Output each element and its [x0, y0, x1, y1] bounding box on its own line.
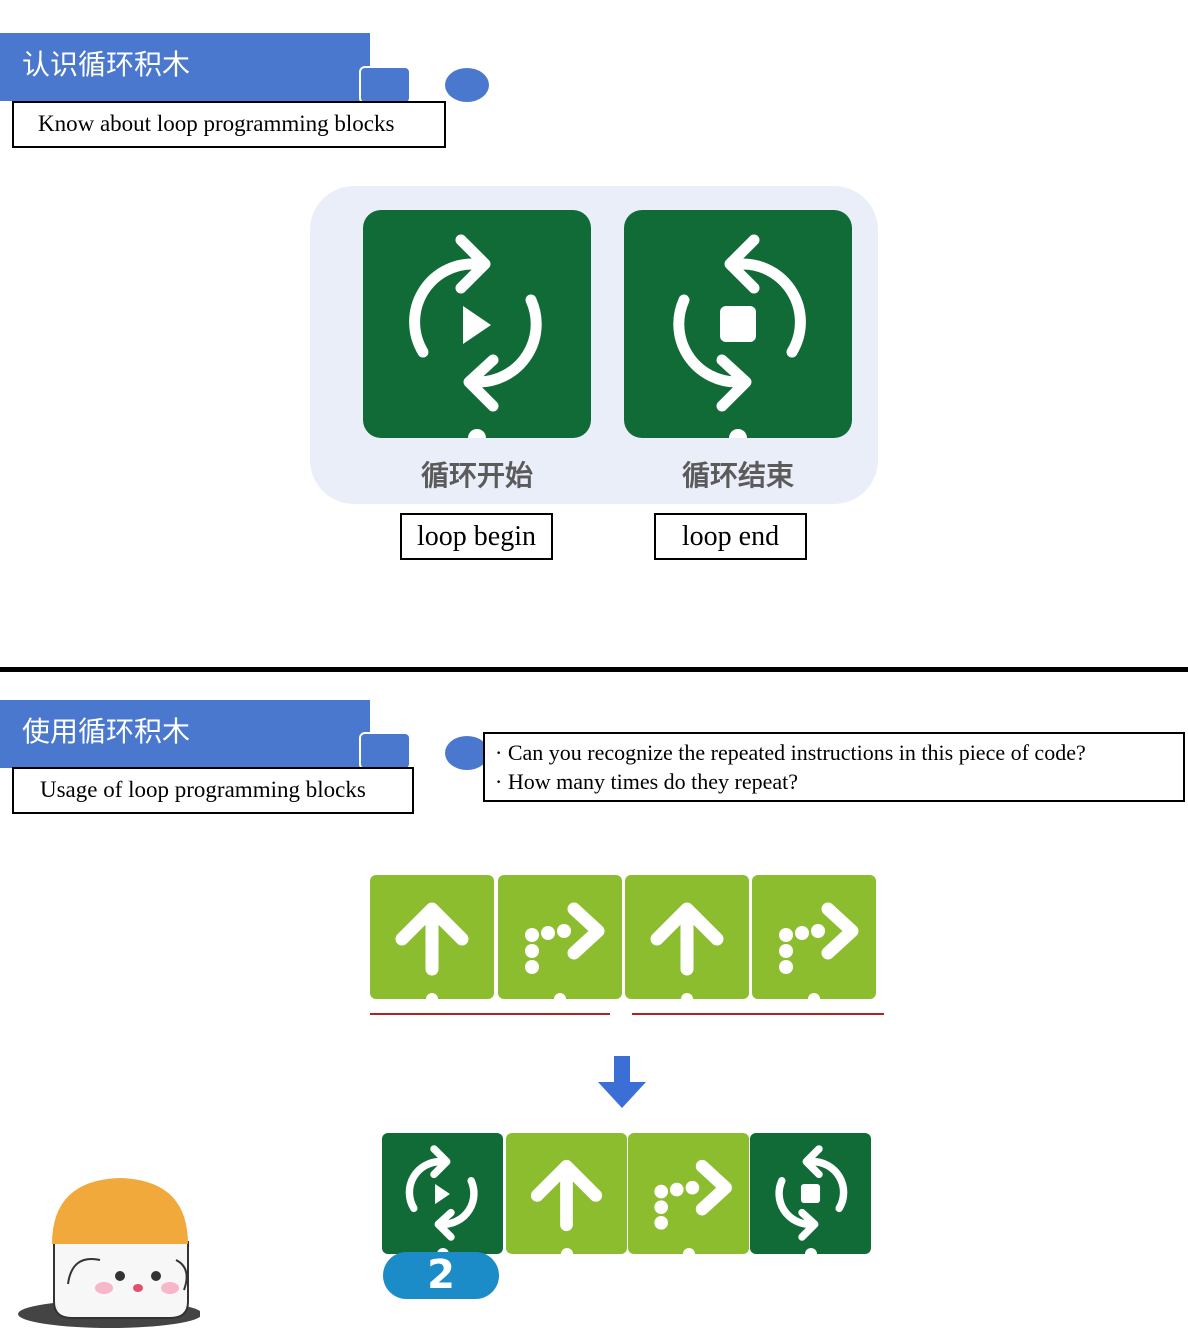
loop-begin-block[interactable]: [363, 210, 591, 438]
turn-right-icon: [525, 902, 605, 974]
section-divider: [0, 667, 1188, 672]
loop-end-label-en: loop end: [654, 513, 807, 560]
forward-arrow-icon: [395, 902, 469, 976]
question-1: · Can you recognize the repeated instruc…: [495, 740, 1086, 765]
question-2: · How many times do they repeat?: [495, 769, 799, 794]
forward-arrow-icon: [530, 1159, 603, 1232]
section1-subtitle: Know about loop programming blocks: [12, 101, 446, 148]
header-tab-decoration: [359, 66, 411, 104]
loop-end-icon: [775, 1145, 848, 1241]
turn-right-block[interactable]: [498, 875, 622, 999]
forward-block[interactable]: [370, 875, 494, 999]
loop-begin-icon: [409, 234, 542, 412]
loop-end-icon: [673, 234, 806, 412]
forward-block[interactable]: [625, 875, 749, 999]
loop-end-block[interactable]: [750, 1133, 871, 1254]
loop-begin-label-cn: 循环开始: [420, 459, 533, 492]
loop-end-label-cn: 循环结束: [681, 459, 794, 492]
forward-block[interactable]: [506, 1133, 627, 1254]
forward-arrow-icon: [650, 902, 724, 976]
loop-blocks-showcase: 循环开始 循环结束: [310, 186, 878, 504]
header-dot-decoration: [445, 736, 489, 770]
loop-begin-label-en: loop begin: [400, 513, 553, 560]
question-box: · Can you recognize the repeated instruc…: [483, 732, 1185, 802]
turn-right-block[interactable]: [628, 1133, 749, 1254]
section1-title: 认识循环积木: [0, 33, 370, 101]
loop-begin-icon: [405, 1145, 478, 1241]
header-tab-decoration: [359, 732, 411, 770]
repeat-underline-1: [370, 1013, 610, 1015]
repeat-underline-2: [632, 1013, 884, 1015]
loop-end-block[interactable]: [624, 210, 852, 438]
down-arrow-icon: [598, 1056, 646, 1108]
loop-begin-block[interactable]: [382, 1133, 503, 1254]
turn-right-icon: [654, 1159, 732, 1230]
repeat-count-badge[interactable]: 2: [383, 1252, 499, 1299]
header-dot-decoration: [445, 68, 489, 102]
turn-right-block[interactable]: [752, 875, 876, 999]
section2-subtitle: Usage of loop programming blocks: [12, 767, 414, 814]
mascot-character-icon: [18, 1178, 200, 1328]
section2-title: 使用循环积木: [0, 700, 370, 768]
turn-right-icon: [779, 902, 859, 974]
